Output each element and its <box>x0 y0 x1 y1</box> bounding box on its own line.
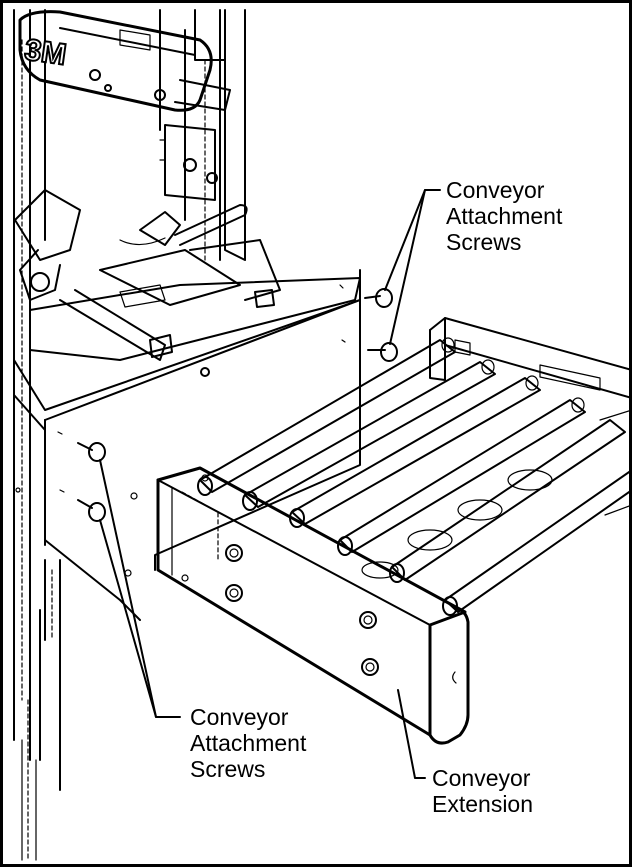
svg-text:Conveyor: Conveyor <box>432 765 531 791</box>
callout-line: Attachment <box>446 203 563 229</box>
attachment-screws-top <box>339 284 398 362</box>
callout-line: Extension <box>432 791 533 817</box>
callout-line: Screws <box>190 756 265 782</box>
svg-text:Attachment: Attachment <box>446 203 563 229</box>
callout-line: Conveyor <box>190 704 289 730</box>
svg-text:Extension: Extension <box>432 791 533 817</box>
conveyor-extension <box>156 317 632 745</box>
callout-line: Attachment <box>190 730 307 756</box>
callout-line: Conveyor <box>446 177 545 203</box>
svg-text:Conveyor: Conveyor <box>446 177 545 203</box>
svg-text:Screws: Screws <box>190 756 265 782</box>
svg-text:Attachment: Attachment <box>190 730 307 756</box>
callout-bottom-right: Conveyor Extension <box>432 765 533 817</box>
leader-lines <box>99 189 441 779</box>
callout-line: Conveyor <box>432 765 531 791</box>
svg-text:Conveyor: Conveyor <box>190 704 289 730</box>
attachment-screws-bottom <box>57 431 106 522</box>
logo-3m: 3M <box>23 33 69 71</box>
case-sealer-machine: 3M <box>13 9 361 861</box>
callout-line: Screws <box>446 229 521 255</box>
svg-text:Screws: Screws <box>446 229 521 255</box>
callout-bottom-left: Conveyor Attachment Screws <box>190 704 307 782</box>
callout-top-right: Conveyor Attachment Screws <box>446 177 563 255</box>
